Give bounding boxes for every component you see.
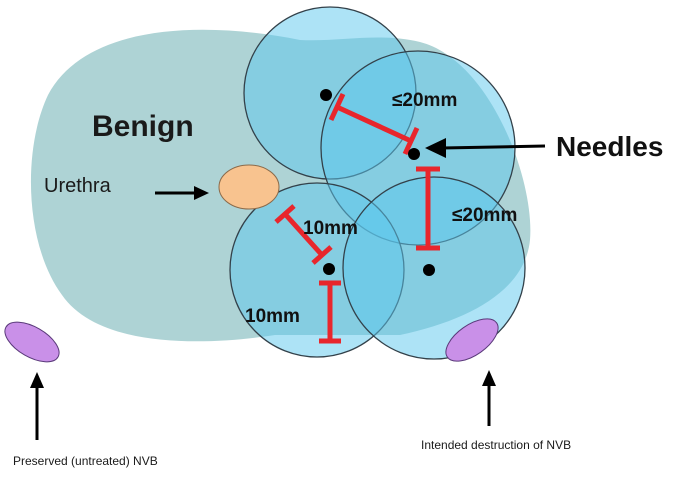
ablation-zones <box>229 6 526 360</box>
needle-point-4 <box>423 264 435 276</box>
needles-label: Needles <box>556 131 663 162</box>
dimension-label-right: ≤20mm <box>452 205 517 226</box>
needle-point-3 <box>323 263 335 275</box>
dimension-label-left-a: 10mm <box>303 218 358 239</box>
dimension-bars <box>274 92 440 344</box>
arrows <box>30 138 546 440</box>
nvb-right-label: Intended destruction of NVB <box>421 438 571 452</box>
urethra-label: Urethra <box>44 175 112 197</box>
needles-arrow <box>441 144 546 150</box>
urethra-shape <box>218 164 280 210</box>
needle-point-2 <box>408 148 420 160</box>
dimension-label-top: ≤20mm <box>392 90 457 111</box>
nvb-left-shape <box>4 321 60 363</box>
nvb-right-shape <box>445 318 499 362</box>
dimension-label-left-b: 10mm <box>245 306 300 327</box>
nvb-left-label: Preserved (untreated) NVB <box>13 454 158 468</box>
dimension-bar-top <box>335 104 413 144</box>
benign-label: Benign <box>92 110 194 143</box>
needle-points <box>320 89 435 276</box>
needle-point-1 <box>320 89 332 101</box>
dimension-bar-left-diagonal <box>283 212 324 257</box>
